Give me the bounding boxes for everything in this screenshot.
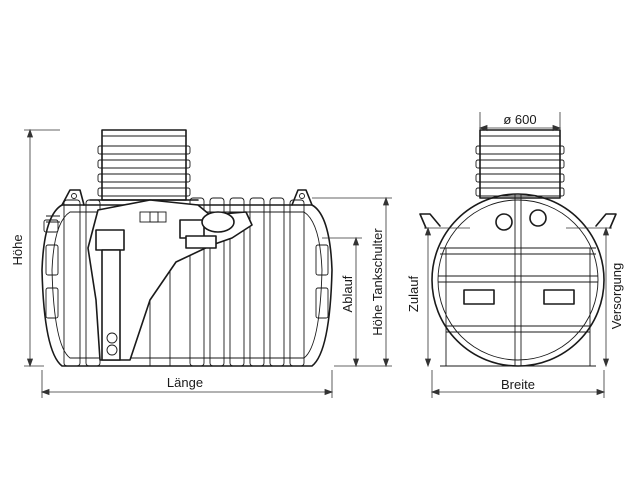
dimension-zulauf: [424, 226, 470, 368]
label-hoehe: Höhe: [10, 234, 25, 265]
side-lifting-lug-right: [291, 189, 313, 206]
dimension-breite: [430, 370, 606, 398]
dimension-durchmesser: [478, 112, 562, 132]
side-view: [24, 128, 392, 398]
front-left-block: [463, 289, 495, 305]
side-dome: [89, 129, 199, 201]
label-ablauf: Ablauf: [340, 275, 355, 312]
side-end-bosses: [43, 219, 329, 319]
side-internal-filter: [87, 199, 253, 361]
front-view: [419, 112, 617, 398]
side-lifting-lug-left: [61, 189, 85, 206]
front-pipe-right: [529, 209, 547, 227]
dimension-laenge: [40, 370, 334, 398]
dimension-hoehe-tankschulter: [312, 196, 392, 368]
dimension-ablauf: [322, 236, 362, 368]
label-durchmesser: ø 600: [503, 112, 536, 127]
front-pipe-left: [495, 213, 513, 231]
front-struts: [438, 194, 598, 366]
front-base-frame: [445, 248, 591, 367]
dimension-versorgung: [566, 226, 612, 368]
side-tank-body: [41, 204, 333, 367]
label-breite: Breite: [501, 377, 535, 392]
dimension-hoehe: [24, 128, 60, 368]
side-left-pipe: [46, 215, 60, 223]
label-hoehe-tankschulter: Höhe Tankschulter: [370, 228, 385, 336]
label-laenge: Länge: [167, 375, 203, 390]
front-tank-circle: [431, 193, 605, 367]
front-right-block: [543, 289, 575, 305]
label-versorgung: Versorgung: [609, 263, 624, 330]
front-dome: [475, 129, 565, 199]
label-zulauf: Zulauf: [406, 276, 421, 313]
